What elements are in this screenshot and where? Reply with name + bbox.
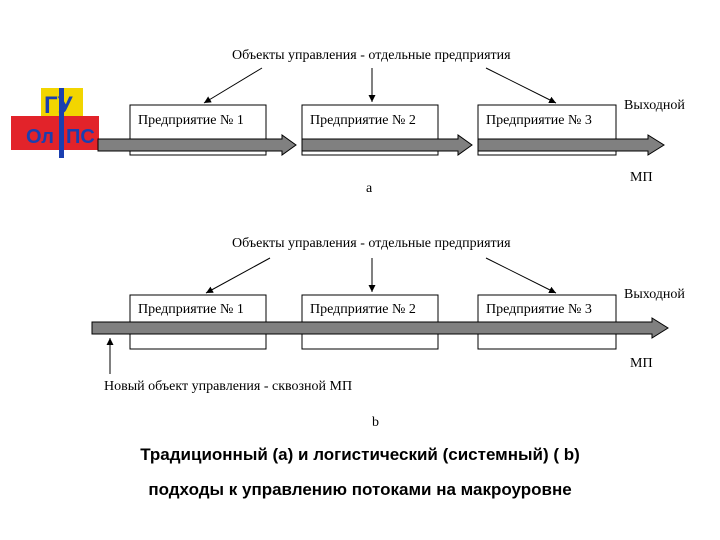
through-flow-arrow-b [91,317,669,339]
objects-label-b: Объекты управления - отдельные предприят… [232,236,511,251]
flow-arrow-a-2 [301,134,473,156]
flow-label-b: МП [630,356,653,371]
output-label-b: Выходной [624,287,685,302]
logo-text-left: Ол [26,126,54,148]
objects-label-a: Объекты управления - отдельные предприят… [232,48,511,63]
enterprise-label-b-1: Предприятие № 1 [138,302,244,317]
enterprise-label-a-3: Предприятие № 3 [486,113,592,128]
logo-blue-bar [59,88,64,158]
caption-line-1: Традиционный (а) и логистический (систем… [140,445,580,464]
logo-red-block [11,116,99,150]
logo-text-right: ПС [66,126,95,148]
output-label-a: Выходной [624,98,685,113]
caption-line-2: подходы к управлению потоками на макроур… [148,480,572,499]
flow-arrow-a-3 [477,134,665,156]
enterprise-label-b-3: Предприятие № 3 [486,302,592,317]
panel-letter-b: b [372,415,379,430]
panel-letter-a: a [366,181,373,196]
panel-b: Объекты управления - отдельные предприят… [91,236,685,430]
flow-label-a: МП [630,170,653,185]
enterprise-label-a-1: Предприятие № 1 [138,113,244,128]
pointer-arrow-a-3 [485,67,557,104]
logo: ГУ Ол ПС [11,88,99,158]
enterprise-label-b-2: Предприятие № 2 [310,302,416,317]
flow-arrow-a-1 [97,134,297,156]
panel-a: Объекты управления - отдельные предприят… [97,48,685,196]
pointer-arrow-b-1 [205,257,271,294]
logo-text-top: ГУ [44,92,74,119]
enterprise-label-a-2: Предприятие № 2 [310,113,416,128]
new-object-label: Новый объект управления - сквозной МП [104,379,352,394]
pointer-arrow-b-3 [485,257,557,294]
pointer-arrow-a-1 [203,67,263,104]
